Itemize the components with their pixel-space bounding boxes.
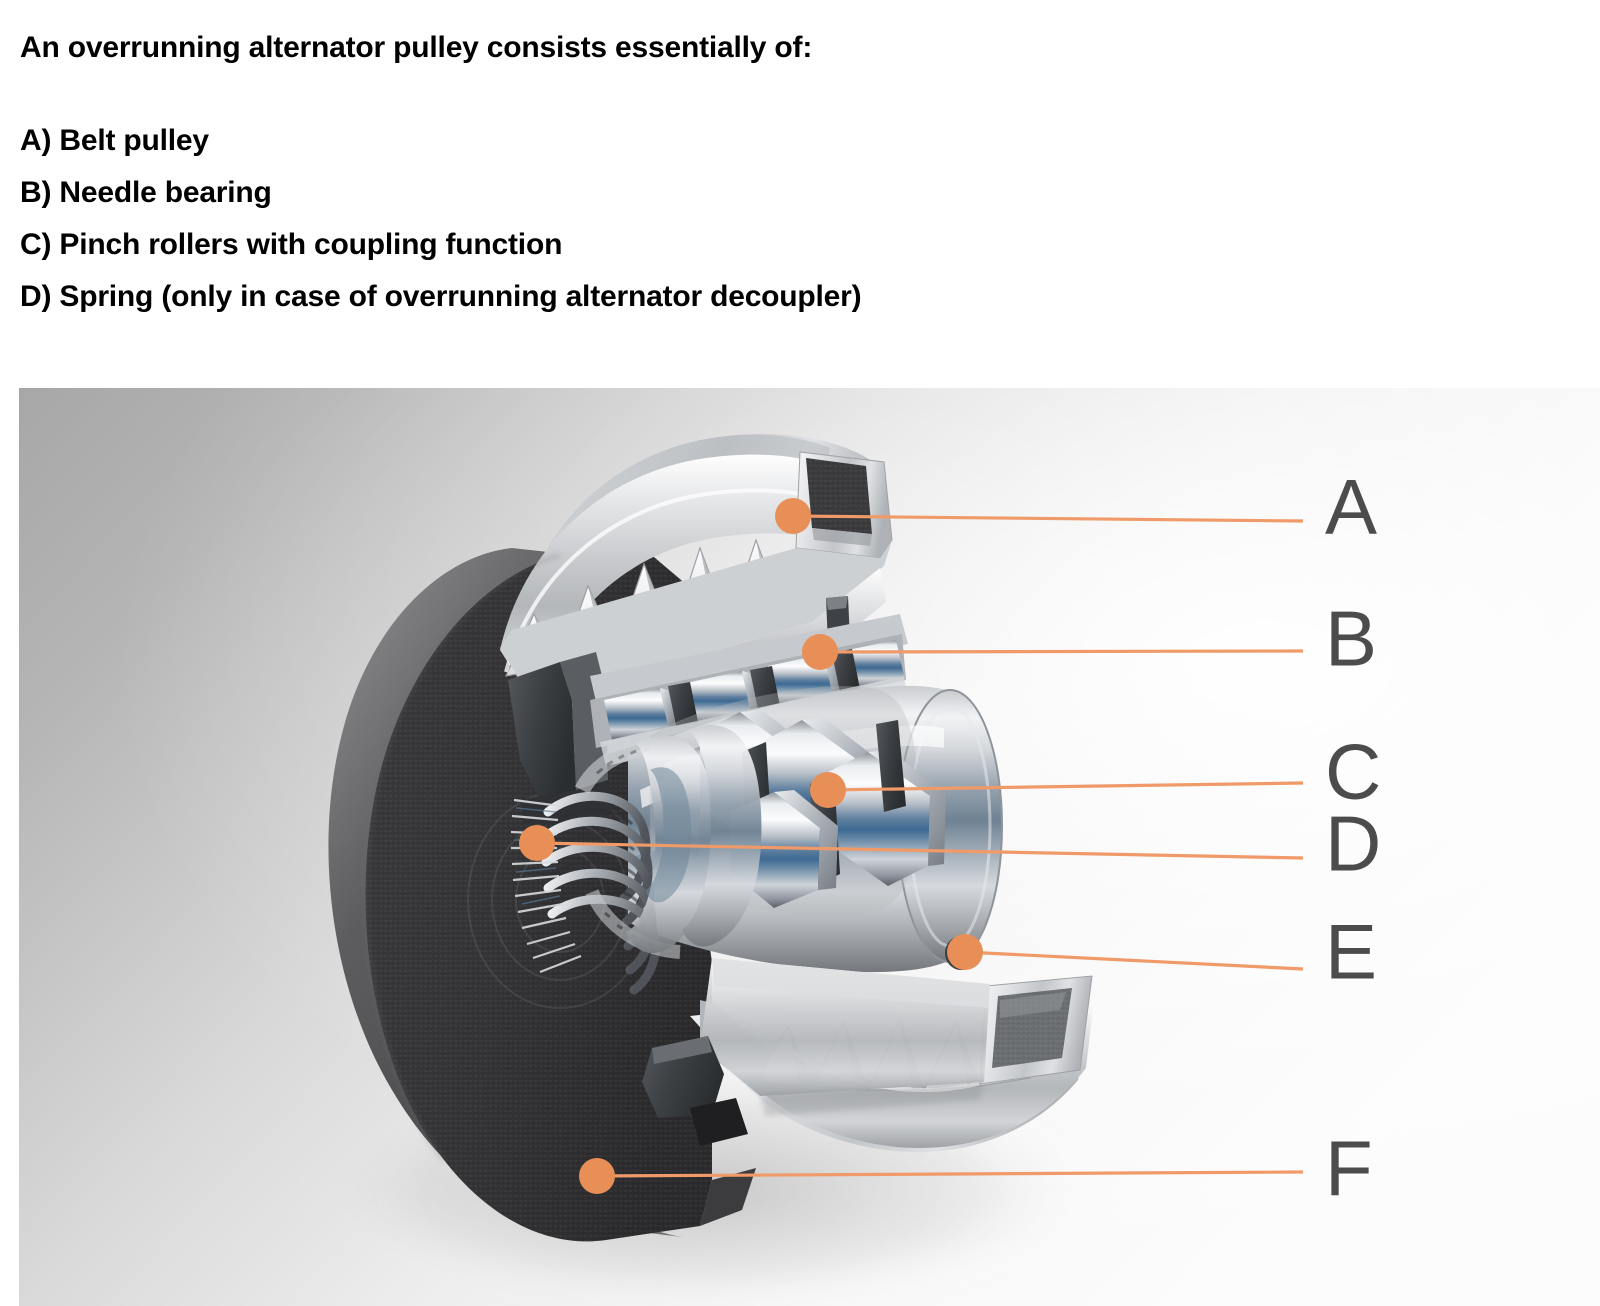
callout-label-a: A bbox=[1325, 463, 1377, 551]
callout-dot-e bbox=[947, 934, 983, 970]
callout-label-b: B bbox=[1325, 595, 1377, 683]
question-block: An overrunning alternator pulley consist… bbox=[20, 0, 1220, 323]
answer-option-d: D) Spring (only in case of overrunning a… bbox=[20, 280, 862, 313]
callout-a: A bbox=[775, 463, 1377, 551]
callout-dot-f bbox=[579, 1158, 615, 1194]
pulley-cutaway-figure: A B C D E F bbox=[19, 388, 1600, 1306]
callout-b: B bbox=[802, 595, 1377, 683]
callout-label-e: E bbox=[1325, 908, 1377, 996]
answer-option-list: A) Belt pulley B) Needle bearing C) Pinc… bbox=[20, 63, 1220, 323]
leader-line-e bbox=[964, 950, 1304, 971]
callout-dot-b bbox=[802, 634, 838, 670]
callout-c: C bbox=[810, 728, 1381, 816]
answer-option-b: B) Needle bearing bbox=[20, 176, 272, 209]
callout-dot-c bbox=[810, 772, 846, 808]
pulley-cutaway-svg: A B C D E F bbox=[19, 388, 1600, 1306]
retaining-clip-upper bbox=[508, 662, 576, 800]
callout-dot-d bbox=[519, 825, 555, 861]
callout-layer: A B C D E F bbox=[519, 463, 1381, 1213]
section-notch-lower bbox=[690, 1098, 748, 1146]
callout-dot-a bbox=[775, 498, 811, 534]
callout-e: E bbox=[947, 908, 1377, 996]
callout-f: F bbox=[579, 1125, 1373, 1213]
leader-line-b bbox=[819, 649, 1304, 654]
leader-line-c bbox=[827, 781, 1304, 792]
pulley-assembly bbox=[328, 433, 1094, 1242]
question-prompt: An overrunning alternator pulley consist… bbox=[20, 31, 813, 64]
leader-line-d bbox=[536, 841, 1304, 860]
leader-line-a bbox=[792, 514, 1304, 523]
leader-line-f bbox=[596, 1170, 1304, 1178]
callout-label-f: F bbox=[1325, 1125, 1373, 1213]
cut-face-edge-lower bbox=[700, 1168, 756, 1226]
callout-label-c: C bbox=[1325, 728, 1381, 816]
answer-option-a: A) Belt pulley bbox=[20, 124, 209, 157]
callout-label-d: D bbox=[1325, 800, 1381, 888]
answer-option-c: C) Pinch rollers with coupling function bbox=[20, 228, 563, 261]
callout-d: D bbox=[519, 800, 1381, 888]
